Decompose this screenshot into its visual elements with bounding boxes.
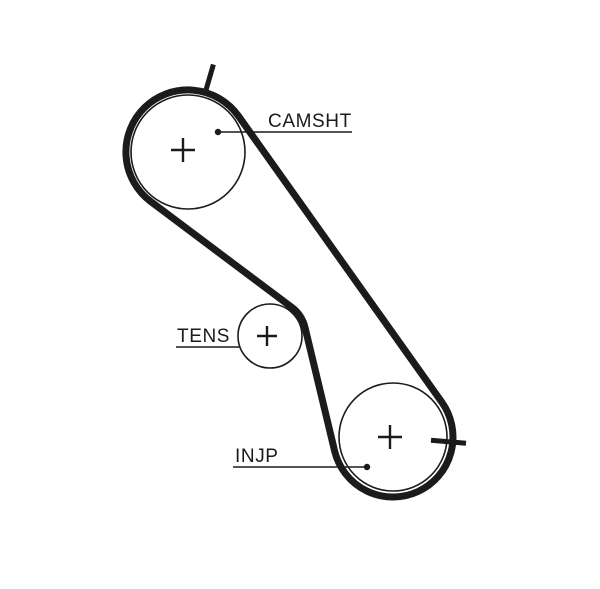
tensioner-pulley-circle — [237, 303, 303, 369]
camshaft-center-cross — [171, 138, 195, 162]
diagram-linework — [122, 63, 467, 501]
tensioner-label: TENS — [177, 326, 230, 347]
tensioner-center-cross — [257, 326, 277, 346]
injection-pump-leader-dot — [363, 463, 371, 471]
camshaft-timing-mark — [203, 63, 216, 91]
injection-pump-pulley-circle — [338, 382, 448, 492]
camshaft-leader-dot — [214, 128, 222, 136]
camshaft-label: CAMSHT — [268, 111, 352, 132]
diagram-fills: CAMSHT TENS INJP — [177, 111, 371, 471]
timing-belt — [122, 86, 457, 501]
injection-pump-label: INJP — [235, 446, 279, 467]
injection-pump-timing-mark — [430, 437, 467, 446]
injection-pump-center-cross — [378, 425, 402, 449]
camshaft-pulley-circle — [130, 94, 246, 210]
